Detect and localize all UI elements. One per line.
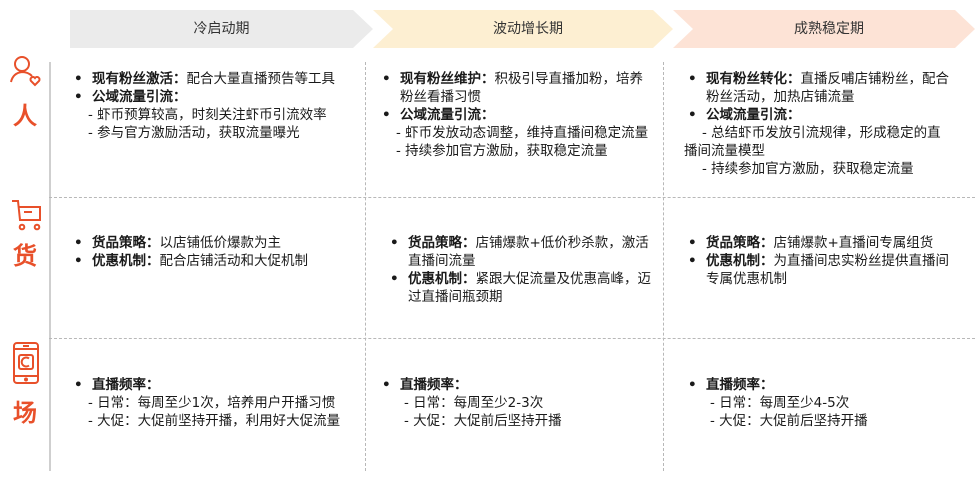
bullet-text: 直播反哺店铺粉丝，配合粉丝活动，加热店铺流量 <box>706 71 949 105</box>
bullet-label: 公域流量引流： <box>706 107 801 123</box>
sub-item: - 持续参加官方激励，获取稳定流量 <box>702 161 914 177</box>
column-divider <box>663 62 664 471</box>
stage-label: 冷启动期 <box>193 21 250 37</box>
bullet-label: 优惠机制： <box>92 253 160 269</box>
bullet-label: 货品策略： <box>92 235 160 251</box>
bullet-item: •公域流量引流： <box>382 107 495 123</box>
column-divider <box>365 62 366 471</box>
cell-goods-cold-start: •货品策略：以店铺低价爆款为主 •优惠机制：配合店铺活动和大促机制 <box>70 234 340 270</box>
bullet-item: •直播频率： <box>382 377 468 393</box>
row-divider <box>49 197 975 198</box>
bullet-label: 货品策略： <box>408 235 476 251</box>
person-heart-icon <box>8 54 44 94</box>
row-label-venue: 场 <box>13 399 37 427</box>
bullet-text: 以店铺低价爆款为主 <box>159 235 282 251</box>
bullet-label: 公域流量引流： <box>400 107 495 123</box>
bullet-item: •直播频率： <box>688 377 774 393</box>
bullet-item: •直播频率： <box>74 377 160 393</box>
bullet-item: •优惠机制：为直播间忠实粉丝提供直播间专属优惠机制 <box>688 253 949 287</box>
sub-item: - 日常：每周至少1次，培养用户开播习惯 <box>88 395 336 411</box>
sub-item: - 日常：每周至少4-5次 <box>710 395 850 411</box>
cell-people-growth: •现有粉丝维护：积极引导直播加粉，培养粉丝看播习惯 •公域流量引流： - 虾币发… <box>378 70 656 160</box>
row-label-goods: 货 <box>13 242 37 270</box>
bullet-label: 直播频率： <box>706 377 774 393</box>
bullet-label: 优惠机制： <box>706 253 774 269</box>
bullet-item: •现有粉丝维护：积极引导直播加粉，培养粉丝看播习惯 <box>382 71 643 105</box>
stage-chevron-mature: 成熟稳定期 <box>673 10 975 48</box>
sub-item: - 大促：大促前后坚持开播 <box>404 413 562 429</box>
bullet-text: 配合店铺活动和大促机制 <box>159 253 309 269</box>
bullet-item: •优惠机制：配合店铺活动和大促机制 <box>74 253 309 269</box>
bullet-item: •货品策略：店铺爆款+直播间专属组货 <box>688 235 934 251</box>
bullet-text: 积极引导直播加粉，培养粉丝看播习惯 <box>400 71 643 105</box>
row-label-people: 人 <box>13 102 37 130</box>
bullet-item: •公域流量引流： <box>688 107 801 123</box>
bullet-label: 货品策略： <box>706 235 774 251</box>
bullet-label: 直播频率： <box>92 377 160 393</box>
stage-label: 成熟稳定期 <box>794 21 864 37</box>
bullet-label: 现有粉丝激活： <box>92 71 187 87</box>
cell-goods-growth: •货品策略：店铺爆款+低价秒杀款，激活直播间流量 •优惠机制：紧跟大促流量及优惠… <box>386 234 656 306</box>
bullet-text: 紧跟大促流量及优惠高峰，迈过直播间瓶颈期 <box>408 271 651 305</box>
bullet-label: 优惠机制： <box>408 271 476 287</box>
bullet-item: •现有粉丝转化：直播反哺店铺粉丝，配合粉丝活动，加热店铺流量 <box>688 71 949 105</box>
bullet-item: •公域流量引流： <box>74 89 187 105</box>
bullet-label: 直播频率： <box>400 377 468 393</box>
left-divider <box>49 62 51 471</box>
sub-item: - 大促：大促前后坚持开播 <box>710 413 868 429</box>
cell-venue-cold-start: •直播频率： - 日常：每周至少1次，培养用户开播习惯 - 大促：大促前坚持开播… <box>70 376 350 430</box>
cell-venue-mature: •直播频率： - 日常：每周至少4-5次 - 大促：大促前后坚持开播 <box>684 376 954 430</box>
cell-people-cold-start: •现有粉丝激活：配合大量直播预告等工具 •公域流量引流： - 虾币预算较高，时刻… <box>70 70 355 142</box>
bullet-item: •货品策略：以店铺低价爆款为主 <box>74 235 282 251</box>
sub-item: - 参与官方激励活动，获取流量曝光 <box>88 125 300 141</box>
sub-item: - 虾币预算较高，时刻关注虾币引流效率 <box>88 107 327 123</box>
mobile-live-icon <box>8 341 44 389</box>
bullet-text: 配合大量直播预告等工具 <box>186 71 336 87</box>
bullet-item: •货品策略：店铺爆款+低价秒杀款，激活直播间流量 <box>390 235 649 269</box>
cell-goods-mature: •货品策略：店铺爆款+直播间专属组货 •优惠机制：为直播间忠实粉丝提供直播间专属… <box>684 234 954 288</box>
sub-item: - 大促：大促前坚持开播，利用好大促流量 <box>88 413 341 429</box>
bullet-text: 店铺爆款+低价秒杀款，激活直播间流量 <box>408 235 649 269</box>
sub-item: - 日常：每周至少2-3次 <box>404 395 544 411</box>
bullet-item: •现有粉丝激活：配合大量直播预告等工具 <box>74 71 336 87</box>
sub-item: - 总结虾币发放引流规律，形成稳定的直播间流量模型 <box>684 125 941 159</box>
shopping-cart-icon <box>8 198 44 236</box>
bullet-text: 为直播间忠实粉丝提供直播间专属优惠机制 <box>706 253 949 287</box>
stage-label: 波动增长期 <box>493 21 563 37</box>
bullet-label: 现有粉丝转化： <box>706 71 801 87</box>
cell-people-mature: •现有粉丝转化：直播反哺店铺粉丝，配合粉丝活动，加热店铺流量 •公域流量引流： … <box>684 70 954 178</box>
stage-chevron-growth: 波动增长期 <box>373 10 673 48</box>
bullet-label: 现有粉丝维护： <box>400 71 495 87</box>
bullet-label: 公域流量引流： <box>92 89 187 105</box>
sub-item: - 持续参加官方激励，获取稳定流量 <box>396 143 608 159</box>
cell-venue-growth: •直播频率： - 日常：每周至少2-3次 - 大促：大促前后坚持开播 <box>378 376 648 430</box>
sub-item: - 虾币发放动态调整，维持直播间稳定流量 <box>396 125 649 141</box>
stage-chevron-cold-start: 冷启动期 <box>70 10 373 48</box>
bullet-item: •优惠机制：紧跟大促流量及优惠高峰，迈过直播间瓶颈期 <box>390 271 651 305</box>
row-divider <box>49 338 975 339</box>
bullet-text: 店铺爆款+直播间专属组货 <box>773 235 934 251</box>
